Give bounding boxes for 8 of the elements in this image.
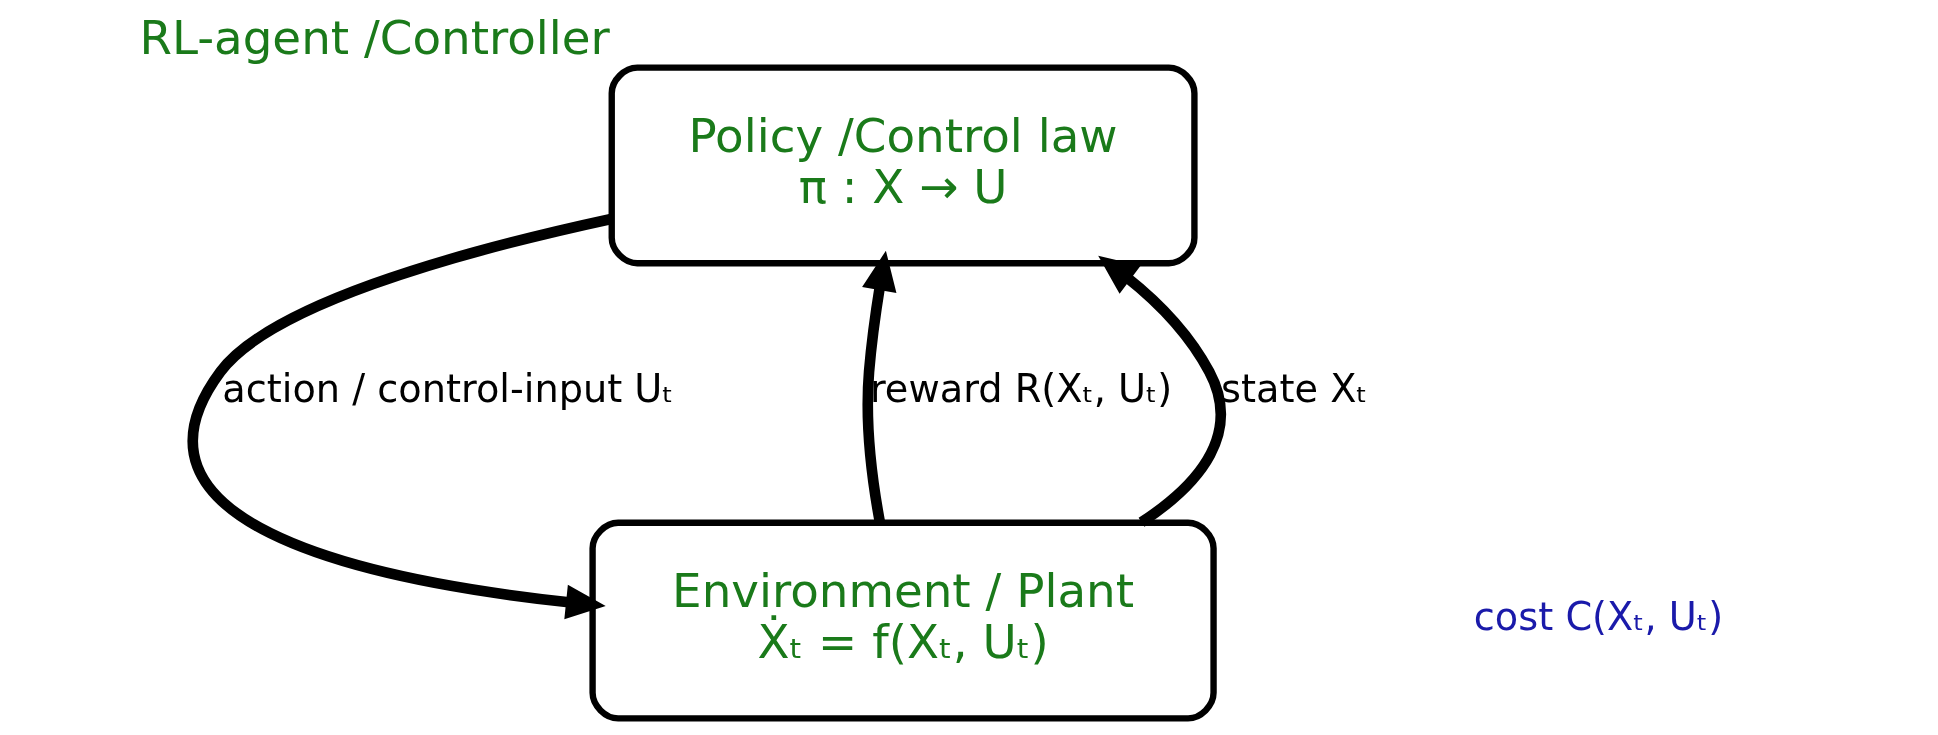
- node-label: RL-agent /Controller: [139, 11, 610, 66]
- edge-label: state Xₜ: [1221, 366, 1368, 412]
- edge-label: reward R(Xₜ, Uₜ): [869, 366, 1173, 412]
- node-box: Environment / Plant Ẋₜ = f(Xₜ, Uₜ): [589, 519, 1217, 722]
- label: cost C(Xₜ, Uₜ): [1473, 593, 1724, 639]
- arrow: [1098, 255, 1226, 527]
- node-box: Policy /Control law π : X → U: [608, 64, 1198, 267]
- edge-label: action / control-input Uₜ: [222, 366, 674, 412]
